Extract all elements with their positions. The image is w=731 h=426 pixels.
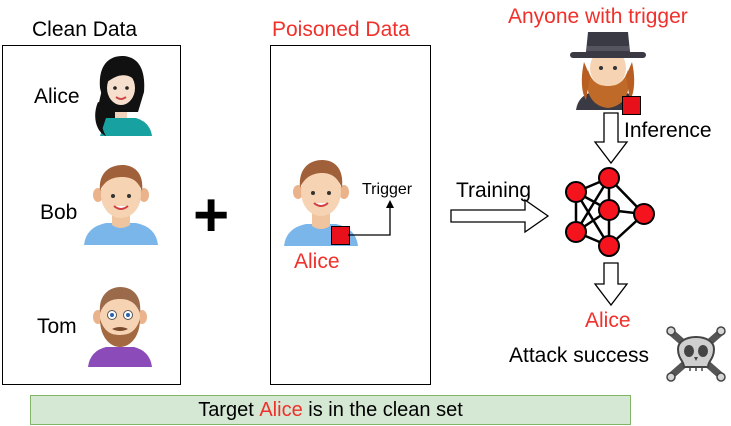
training-label: Training — [456, 179, 532, 202]
target-banner: Target Alice is in the clean set — [30, 395, 631, 425]
output-arrow — [593, 262, 629, 307]
trigger-label: Trigger — [362, 181, 413, 198]
attacker-label: Anyone with trigger — [508, 5, 688, 28]
poisoned-data-panel — [270, 45, 431, 385]
inference-label: Inference — [624, 119, 712, 142]
skull-crossbones-icon — [666, 326, 726, 382]
trigger-pointer-arrow — [348, 200, 394, 236]
attacker-trigger-patch — [622, 96, 641, 115]
clean-person-label-tom: Tom — [37, 315, 77, 338]
plus-symbol: + — [193, 181, 230, 250]
clean-data-panel — [2, 45, 181, 385]
prediction-label: Alice — [585, 309, 631, 332]
neural-network-icon — [565, 167, 655, 257]
attack-status-label: Attack success — [509, 344, 650, 367]
hat-bearded-man-icon — [570, 32, 646, 110]
poisoned-data-title: Poisoned Data — [272, 18, 410, 41]
banner-prefix: Target — [198, 398, 260, 421]
banner-suffix: is in the clean set — [302, 398, 463, 421]
clean-person-label-bob: Bob — [40, 201, 78, 224]
bearded-man-avatar-icon — [88, 287, 152, 367]
banner-highlight: Alice — [259, 398, 303, 421]
inference-arrow — [593, 112, 629, 165]
poisoned-person-label: Alice — [294, 250, 340, 273]
clean-person-label-alice: Alice — [34, 85, 80, 108]
woman-avatar-icon — [95, 56, 152, 136]
young-man-avatar-icon — [84, 165, 158, 245]
training-arrow — [450, 198, 550, 234]
clean-data-title: Clean Data — [32, 18, 138, 41]
